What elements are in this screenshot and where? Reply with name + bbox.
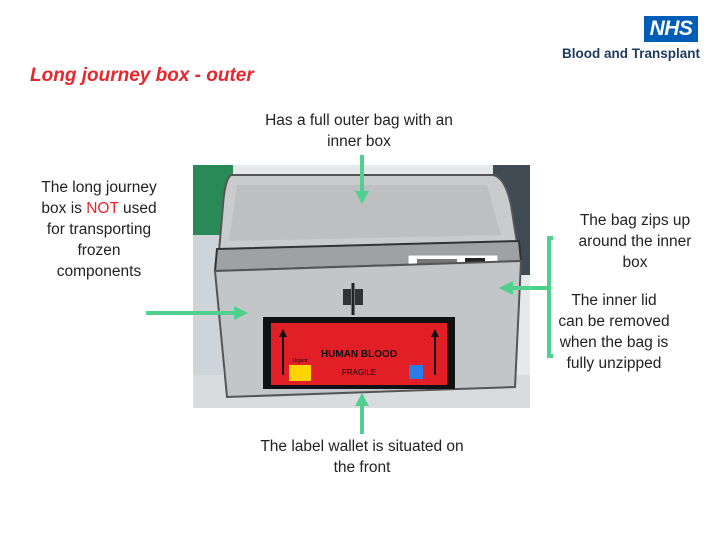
wallet-label-urgent: Urgent xyxy=(292,358,308,364)
box-photo-illustration: HUMAN BLOOD FRAGILE Urgent xyxy=(193,165,530,408)
arrow-down-to-lid xyxy=(354,155,370,205)
nhs-logo: NHS xyxy=(644,16,698,42)
box-photo: HUMAN BLOOD FRAGILE Urgent xyxy=(193,165,530,408)
callout-not-for-frozen: The long journey box is NOT used for tra… xyxy=(36,177,162,282)
arrow-up-to-wallet xyxy=(354,392,370,434)
arrow-bracket-to-zip xyxy=(497,236,553,360)
organisation-name: Blood and Transplant xyxy=(561,46,700,61)
callout-left-text-start: The long journey box is xyxy=(41,179,157,217)
nhs-logo-text: NHS xyxy=(649,17,693,40)
callout-left-emphasis: NOT xyxy=(86,200,119,217)
callout-bag-zips: The bag zips up around the inner box xyxy=(578,212,692,271)
callout-label-wallet: The label wallet is situated on the fron… xyxy=(260,438,464,476)
wallet-label-fragile: FRAGILE xyxy=(342,368,376,377)
callout-outer-bag: Has a full outer bag with an inner box xyxy=(265,112,453,150)
wallet-label-human-blood: HUMAN BLOOD xyxy=(321,349,397,360)
slide-title: Long journey box - outer xyxy=(30,65,254,86)
callout-inner-lid: The inner lid can be removed when the ba… xyxy=(558,292,670,372)
callout-left-text-end: used for transporting frozen components xyxy=(46,200,157,280)
arrow-right-to-box xyxy=(146,305,250,321)
